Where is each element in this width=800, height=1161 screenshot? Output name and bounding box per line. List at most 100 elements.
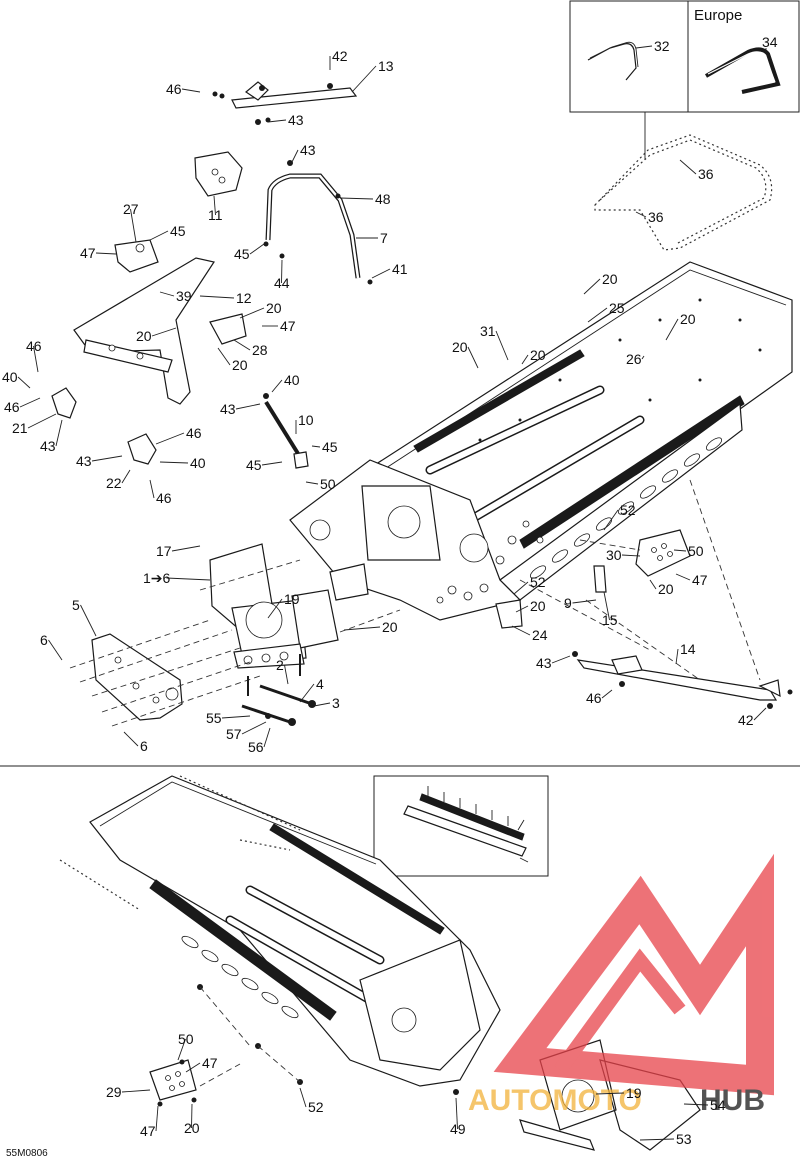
leader-c20i (515, 605, 529, 613)
footrest-30 (635, 529, 691, 577)
leader-c45c (311, 445, 321, 448)
callout-c46c: 46 (4, 399, 20, 415)
leader-c36a (679, 159, 697, 175)
callout-c52c: 52 (308, 1099, 324, 1115)
leader-c45a (149, 230, 169, 241)
leader-c4 (299, 683, 315, 703)
callout-c26: 26 (626, 351, 642, 367)
callout-c46e: 46 (156, 490, 172, 506)
inset-part-32: 32 (654, 38, 670, 54)
leader-c20h (649, 579, 657, 590)
chassis-top (289, 261, 793, 621)
callout-c47b: 47 (280, 318, 296, 334)
callout-c14: 14 (680, 641, 696, 657)
leader-c27 (130, 208, 137, 243)
callout-c45d: 45 (246, 457, 262, 473)
callout-c4: 4 (316, 676, 324, 692)
leader-c20d (583, 278, 601, 295)
leader-c40a (271, 379, 283, 393)
leader-c28 (233, 339, 251, 351)
callout-c5: 5 (72, 597, 80, 613)
leader-c20k (191, 1103, 193, 1129)
callout-c10: 10 (298, 412, 314, 428)
leader-c24 (511, 625, 531, 636)
callout-c47d: 47 (202, 1055, 218, 1071)
footrest-29 (149, 1059, 241, 1101)
callout-c20h: 20 (658, 581, 674, 597)
bracket-11 (194, 151, 243, 197)
leader-c43d (235, 403, 261, 410)
callout-c47e: 47 (140, 1123, 156, 1139)
callout-c1to6: 1➔6 (143, 570, 171, 586)
callout-c56: 56 (248, 739, 264, 755)
leader-c17 (171, 545, 201, 552)
callout-c43f: 43 (536, 655, 552, 671)
callout-c46a: 46 (166, 81, 182, 97)
diagram-id: 55M0806 (6, 1148, 48, 1159)
callout-c20e: 20 (680, 311, 696, 327)
leader-c50b (673, 549, 687, 552)
callout-c48: 48 (375, 191, 391, 207)
leader-c45d (261, 461, 283, 466)
callout-c6b: 6 (140, 738, 148, 754)
leader-c20a (239, 307, 265, 319)
leader-c46f (601, 689, 613, 699)
callout-c19a: 19 (284, 591, 300, 607)
leader-c20f (467, 346, 479, 369)
callout-c9: 9 (564, 595, 572, 611)
frame-12 (73, 239, 215, 405)
callout-c43d: 43 (220, 401, 236, 417)
callout-c57: 57 (226, 726, 242, 742)
leader-c57 (241, 721, 267, 735)
callout-c52a: 52 (620, 502, 636, 518)
callout-c46b: 46 (26, 338, 42, 354)
leader-c53 (639, 1138, 675, 1141)
callout-c3: 3 (332, 695, 340, 711)
leader-c9 (572, 599, 597, 604)
callout-c53: 53 (676, 1131, 692, 1147)
inset-top-box: Europe 32 34 (569, 0, 800, 160)
bracket-13 (212, 81, 358, 125)
leader-c20c (217, 347, 231, 366)
leader-c19a (267, 598, 283, 619)
leader-c15 (603, 591, 610, 621)
callout-c15: 15 (602, 612, 618, 628)
callout-c25: 25 (609, 300, 625, 316)
leader-c43a (267, 119, 287, 123)
leader-c1to6 (166, 577, 211, 581)
leader-c46a (181, 88, 201, 93)
bottom-fasteners (157, 984, 459, 1107)
bracket-28 (209, 313, 247, 345)
leader-c36b (635, 211, 647, 218)
leader-c22 (121, 469, 131, 484)
callout-c42b: 42 (738, 712, 754, 728)
callout-c20k: 20 (184, 1120, 200, 1136)
leader-c55 (221, 715, 251, 719)
callout-c29: 29 (106, 1084, 122, 1100)
callout-c2: 2 (276, 657, 284, 673)
callout-c43b: 43 (300, 142, 316, 158)
callout-c40c: 40 (190, 455, 206, 471)
leader-c6b (123, 731, 139, 747)
callout-c47a: 47 (80, 245, 96, 261)
leader-c31 (495, 330, 509, 361)
leader-c26 (641, 355, 645, 360)
leader-c48 (339, 197, 374, 200)
inset-bottom-box (373, 775, 549, 877)
leader-c47c (675, 573, 691, 581)
callout-c12: 12 (236, 290, 252, 306)
callout-c20g: 20 (530, 347, 546, 363)
leader-c5 (80, 604, 97, 637)
leader-c46e (149, 479, 155, 499)
brackets-21-22 (51, 387, 157, 465)
leader-c3 (313, 702, 331, 707)
callout-c19b: 19 (626, 1085, 642, 1101)
callout-c50c: 50 (178, 1031, 194, 1047)
chassis-bottom (59, 775, 501, 1087)
callout-c27: 27 (123, 201, 139, 217)
inset-part-34: 34 (762, 34, 778, 50)
callout-c43a: 43 (288, 112, 304, 128)
callout-c36b: 36 (648, 209, 664, 225)
inset-bottom-bolts (427, 786, 509, 826)
